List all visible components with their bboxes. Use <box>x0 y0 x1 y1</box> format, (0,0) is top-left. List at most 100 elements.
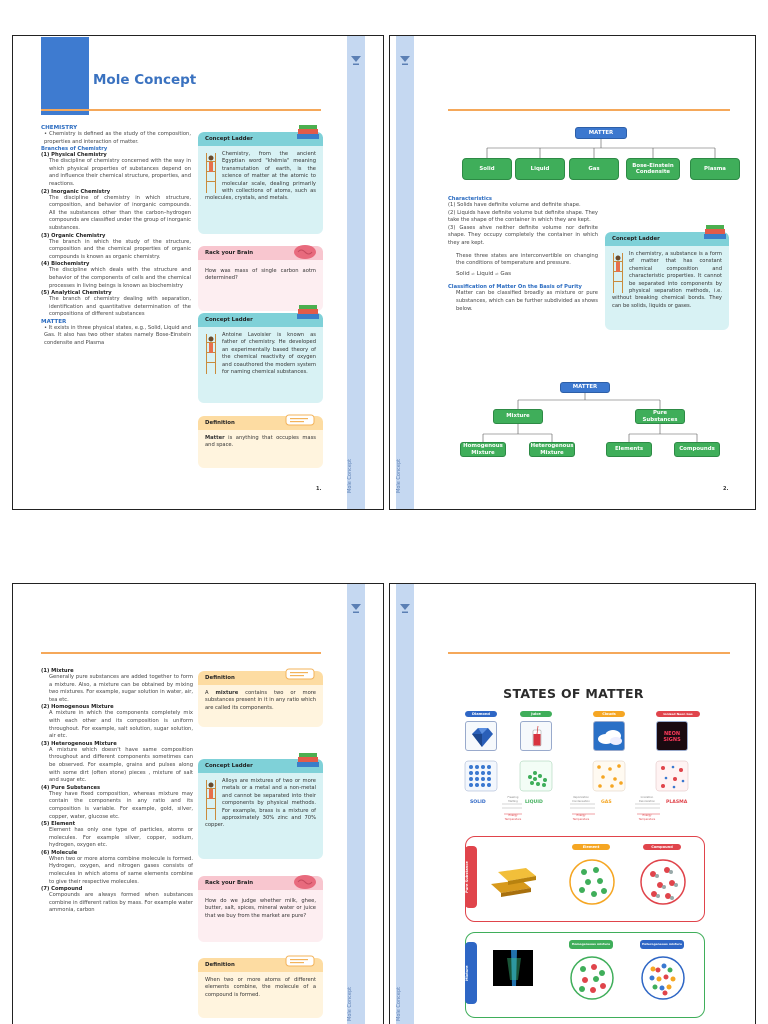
divider <box>41 109 321 111</box>
concept-ladder-card: Concept Ladder In chemistry, a substance… <box>605 232 729 330</box>
state-equation: Solid ⇌ Liquid ⇌ Gas <box>456 270 512 277</box>
definition-text: Element has only one type of particles, … <box>49 827 193 849</box>
state-liquid: LIQUID <box>525 800 543 805</box>
card-heading: Concept Ladder <box>198 132 323 146</box>
mixture-tab <box>465 942 477 1004</box>
clouds-image <box>593 721 625 751</box>
side-strip: Mole Concept <box>347 36 365 509</box>
page-title: Mole Concept <box>93 72 197 88</box>
definition-card: Definition A mixture contains two or mor… <box>198 671 323 727</box>
tree-node-liquid: Liquid <box>515 158 565 180</box>
card-body: In chemistry, a substance is a form of m… <box>612 251 722 309</box>
card-prefix: A <box>205 690 216 696</box>
pill-clouds: Clouds <box>593 711 625 717</box>
branch-heading: (2) Inorganic Chemistry <box>41 188 111 195</box>
matter-text: • It exists in three physical states, e.… <box>44 324 191 347</box>
particle-diagrams <box>464 760 689 792</box>
eq-liquid: Liquid <box>476 270 494 277</box>
pure-substance-label: Pure Substance <box>465 861 469 893</box>
transition-energy-label: Energy Temperature <box>504 814 522 821</box>
card-heading: Rack your Brain <box>198 246 323 260</box>
transition-label: Freezing Melting <box>507 796 519 803</box>
tree-node-bose-einstein-condensite: Bose-Einstein Condensite <box>626 158 680 180</box>
card-body: Chemistry, from the ancient Egyptian wor… <box>205 151 316 202</box>
tree2-node-pure-substances: Pure Substances <box>635 409 685 424</box>
pill-element: Element <box>572 844 610 850</box>
classification-text: Matter can be classified broadly as mixt… <box>456 290 598 312</box>
definition-heading: (1) Mixture <box>41 668 74 674</box>
left-column: CHEMISTRY • Chemistry is defined as the … <box>41 125 191 348</box>
state-gas: GAS <box>601 800 612 805</box>
page-number: 2. <box>723 486 729 492</box>
definition-text: A mixture in which the components comple… <box>49 710 193 740</box>
diamond-image <box>465 721 497 751</box>
state-plasma: PLASMA <box>666 800 688 805</box>
side-label: Mole Concept <box>347 458 353 494</box>
tree2-node-matter: MATTER <box>560 382 610 393</box>
neon-image: NEON SIGNS <box>656 721 688 751</box>
page-4: Mole Concept STATES OF MATTER Diamond Ju… <box>389 583 756 1024</box>
note-icon <box>285 414 315 426</box>
definition-heading: (7) Compound <box>41 886 83 893</box>
mixture-diagrams <box>570 956 685 1000</box>
pill-heterogeneous: Heterogeneous mixture <box>640 940 684 949</box>
tree-node-solid: Solid <box>462 158 512 180</box>
page-1: Mole Concept Mole Concept CHEMISTRY • Ch… <box>12 35 384 510</box>
page-number: 1. <box>316 486 322 492</box>
mixture-photo <box>493 950 533 986</box>
tree-node-matter: MATTER <box>575 127 627 139</box>
funnel-icon <box>400 604 410 613</box>
title-accent-block <box>41 37 89 115</box>
ladder-figure-icon <box>206 780 216 820</box>
transition-energy-label: Energy Temperature <box>572 814 590 821</box>
branch-heading: (3) Organic Chemistry <box>41 232 106 239</box>
element-compound-diagrams <box>569 859 686 905</box>
definition-heading: (6) Molecule <box>41 849 78 856</box>
brain-icon <box>294 245 316 259</box>
tree-node-gas: Gas <box>569 158 619 180</box>
concept-ladder-card: Concept Ladder Antoine Lavoisier is know… <box>198 313 323 403</box>
characteristics-section: Characteristics (1) Solids have definite… <box>448 196 598 313</box>
card-body: How do we judge whether milk, ghee, butt… <box>205 898 316 919</box>
definition-heading: (4) Pure Substances <box>41 784 101 791</box>
card-body: Alloys are mixtures of two or more metal… <box>205 778 316 829</box>
state-solid: SOLID <box>470 800 486 805</box>
eq-gas: Gas <box>500 270 512 277</box>
definition-text: They have fixed composition, whereas mix… <box>49 790 193 820</box>
note-icon <box>285 668 315 680</box>
pill-compound: Compound <box>643 844 681 850</box>
card-heading: Concept Ladder <box>198 759 323 773</box>
side-strip: Mole Concept <box>396 36 414 509</box>
note-icon <box>285 955 315 967</box>
tree2-node-homogenous-mixture: Homogenous Mixture <box>460 442 506 457</box>
pill-homogeneous: Homogeneous mixture <box>569 940 613 949</box>
rack-your-brain-card: Rack your Brain How was mass of single c… <box>198 246 323 311</box>
chemistry-text: • Chemistry is defined as the study of t… <box>44 131 191 145</box>
card-bold-term: Matter <box>205 435 225 441</box>
branch-text: The branch in which the study of the str… <box>49 238 191 260</box>
transition-label: Vaporization Condensation <box>572 796 590 803</box>
mixture-label: Mixture <box>465 965 469 981</box>
ladder-figure-icon <box>613 253 623 293</box>
transition-energy-label: Energy Temperature <box>638 814 656 821</box>
ladder-figure-icon <box>206 153 216 193</box>
card-body: contains two or more substances present … <box>205 690 316 711</box>
branch-heading: (5) Analytical Chemistry <box>41 290 112 297</box>
card-body: How was mass of single carbon aotm deter… <box>205 268 316 282</box>
tree-connectors <box>482 139 716 442</box>
books-icon <box>297 125 319 139</box>
tree2-node-mixture: Mixture <box>493 409 543 424</box>
branch-heading: (1) Physical Chemistry <box>41 152 107 159</box>
definition-card: Definition When two or more atoms of dif… <box>198 958 323 1018</box>
characteristic-item: (2) Liquids have definite volume but def… <box>448 209 598 224</box>
juice-image <box>520 721 552 751</box>
side-strip: Mole Concept <box>396 584 414 1024</box>
pill-neon: Ionized Neon Gas <box>656 711 700 717</box>
pill-diamond: Diamond <box>465 711 497 717</box>
divider <box>448 109 730 111</box>
tree2-node-heterogenous-mixture: Heterogenous Mixture <box>529 442 575 457</box>
branch-heading: (4) Biochemistry <box>41 261 90 268</box>
card-heading: Concept Ladder <box>605 232 729 246</box>
